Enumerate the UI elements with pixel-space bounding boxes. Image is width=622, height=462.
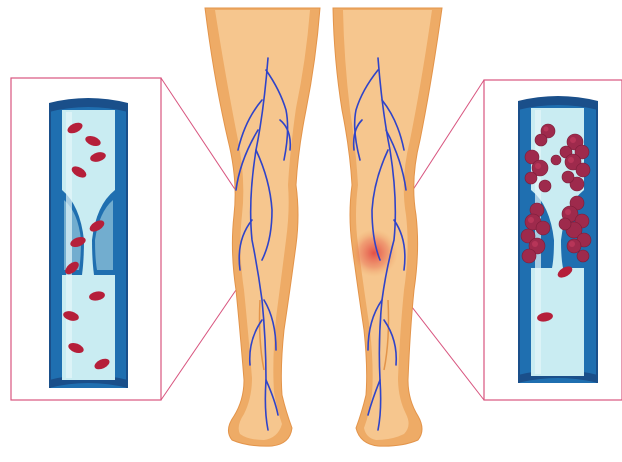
- leg-with-clot-icon: [333, 8, 442, 446]
- healthy-vein-cross-section-icon: [49, 98, 128, 388]
- thrombosed-vein-cross-section-icon: [518, 96, 598, 383]
- healthy-leg-icon: [205, 8, 320, 446]
- callout-lines: [161, 78, 484, 400]
